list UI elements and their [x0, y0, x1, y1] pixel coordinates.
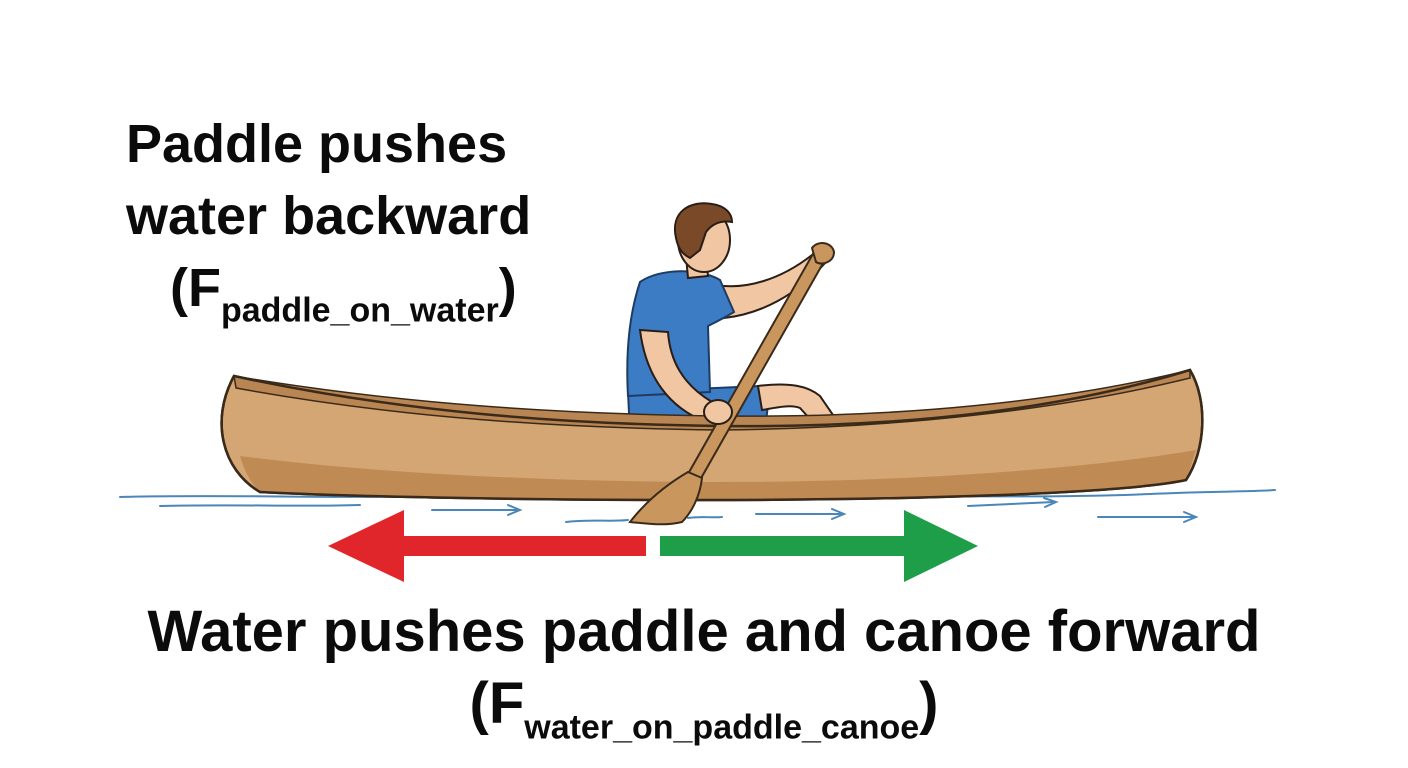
water-flow-arrows [431, 497, 1199, 523]
paddle-force-line-1: Paddle pushes [126, 114, 508, 174]
water-force-letter: F [488, 671, 525, 736]
paddle-force-line-2: water backward [126, 186, 532, 246]
hand [703, 399, 733, 425]
paddle-force-letter: F [187, 258, 221, 318]
water-force-line-1: Water pushes paddle and canoe forward [147, 599, 1261, 664]
paddle-force-symbol: (Fpaddle_on_water) [170, 258, 517, 330]
paddle-force-label: Paddle pushes water backward (Fpaddle_on… [126, 108, 531, 346]
water-force-label: Water pushes paddle and canoe forward (F… [0, 596, 1408, 763]
water-force-subscript: water_on_paddle_canoe [524, 708, 920, 747]
forward-force-arrow [660, 510, 978, 582]
water-force-symbol: (Fwater_on_paddle_canoe) [469, 671, 939, 747]
force-arrows [328, 510, 978, 582]
backward-force-arrow [328, 510, 646, 582]
paddle-force-subscript: paddle_on_water [220, 291, 499, 330]
